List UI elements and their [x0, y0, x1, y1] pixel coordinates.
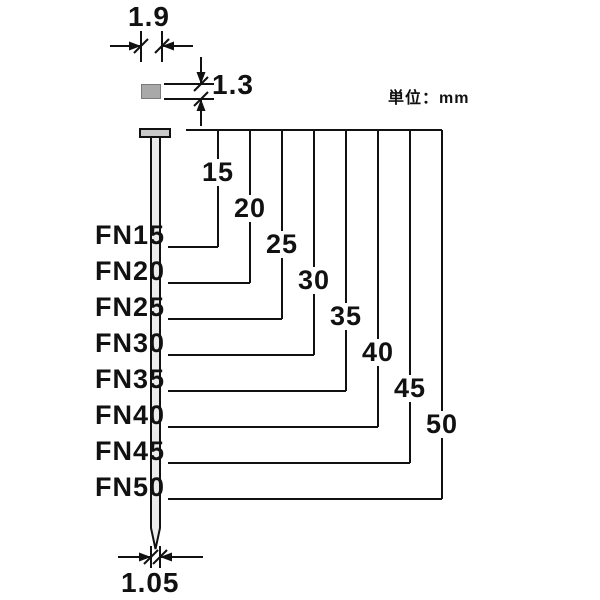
length-label-FN30: 30 [290, 267, 338, 294]
model-label-FN15: FN15 [95, 220, 166, 250]
model-label-FN50: FN50 [95, 472, 166, 502]
head-width-dimension [110, 31, 193, 62]
length-label-FN20: 20 [226, 195, 274, 222]
length-label-FN50: 50 [418, 411, 466, 438]
length-label-FN45: 45 [386, 375, 434, 402]
nail-shank [150, 136, 161, 550]
length-lines-layer [168, 130, 443, 500]
head-width-value: 1.9 [128, 1, 170, 32]
nail-drawing [139, 128, 171, 550]
nail-head-cross-section [141, 84, 161, 99]
model-label-FN45: FN45 [95, 436, 166, 466]
length-label-FN15: 15 [194, 159, 242, 186]
model-label-FN25: FN25 [95, 292, 166, 322]
length-label-FN35: 35 [322, 303, 370, 330]
length-label-FN40: 40 [354, 339, 402, 366]
head-thickness-dimension [164, 57, 214, 126]
head-thickness-value: 1.3 [212, 69, 254, 100]
model-label-FN30: FN30 [95, 328, 166, 358]
model-label-FN40: FN40 [95, 400, 166, 430]
model-label-FN35: FN35 [95, 364, 166, 394]
unit-note: 単位：mm [388, 90, 470, 107]
model-label-FN20: FN20 [95, 256, 166, 286]
shank-diameter-value: 1.05 [121, 567, 180, 598]
shank-diameter-dimension [118, 546, 203, 568]
length-label-FN25: 25 [258, 231, 306, 258]
